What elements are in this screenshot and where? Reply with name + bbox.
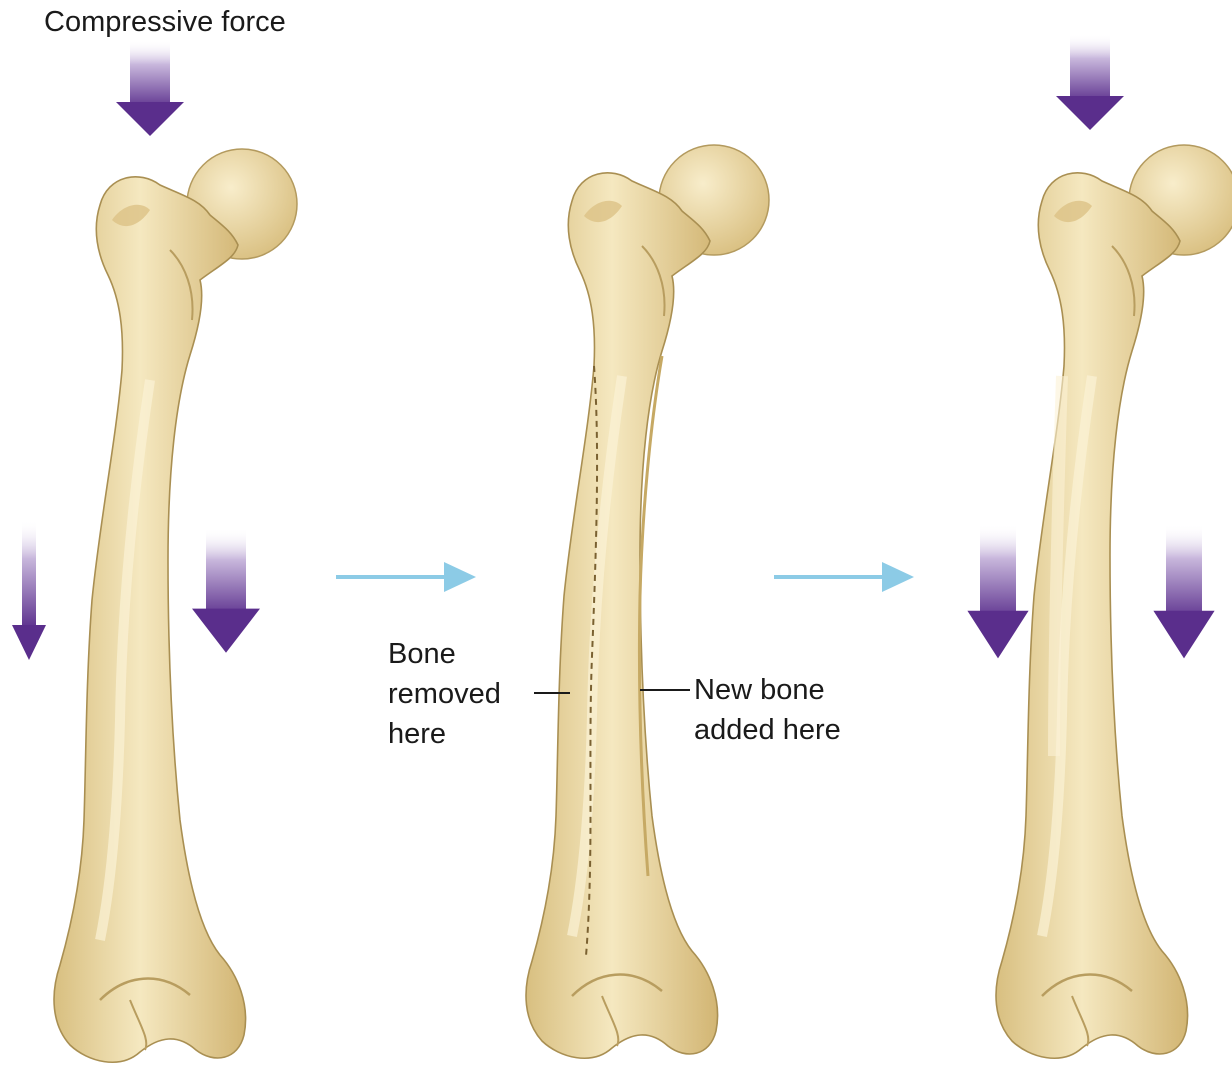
down-arrow-icon <box>1056 34 1124 130</box>
down-arrow-icon <box>192 528 260 653</box>
bone-removed-label: Bone removed here <box>388 634 501 754</box>
right-arrow-icon <box>336 562 476 592</box>
bone-removed-line: removed <box>388 674 501 714</box>
bone-removed-line: Bone <box>388 634 501 674</box>
bone-added-line: New bone <box>694 670 841 710</box>
down-arrow-icon <box>116 40 184 136</box>
down-arrow-icon <box>1153 524 1214 658</box>
right-arrow-icon <box>774 562 914 592</box>
femur-1 <box>54 149 297 1062</box>
down-arrow-icon <box>967 524 1028 658</box>
bone-added-line: added here <box>694 710 841 750</box>
down-arrow-icon <box>12 520 46 660</box>
bone-removed-line: here <box>388 714 501 754</box>
bone-curved <box>54 149 297 1062</box>
femur-2 <box>526 145 769 1058</box>
bone-added-label: New bone added here <box>694 670 841 750</box>
compressive-force-label: Compressive force <box>44 2 286 42</box>
bone-remodeling <box>526 145 769 1058</box>
